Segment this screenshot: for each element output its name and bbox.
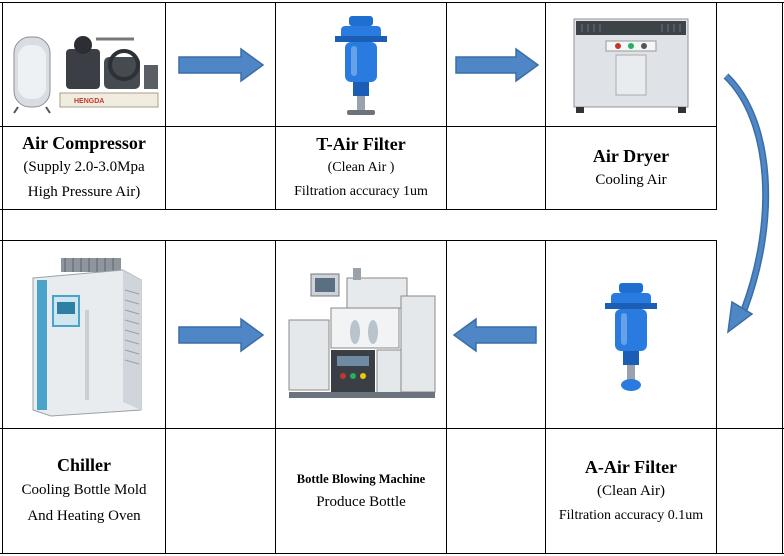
air-dryer-image: [546, 3, 716, 126]
t-air-filter-image: [276, 3, 446, 126]
chiller-title: Chiller: [57, 455, 111, 475]
air-dryer-title: Air Dryer: [592, 145, 670, 166]
a-air-filter-line2: Filtration accuracy 0.1um: [558, 507, 704, 523]
arrow-chiller-to-machine: [166, 241, 275, 428]
t-air-filter-line1: (Clean Air ): [327, 160, 395, 175]
a-air-filter-image: [546, 241, 716, 428]
bottle-blowing-machine-image: [276, 241, 446, 428]
bottle-blowing-machine-line1: Produce Bottle: [316, 493, 406, 510]
chiller-caption: Chiller Cooling Bottle Mold And Heating …: [3, 429, 165, 553]
air-compressor-line1: (Supply 2.0-3.0Mpa: [23, 159, 145, 175]
air-compressor-line2: High Pressure Air): [27, 184, 141, 200]
chiller-line1: Cooling Bottle Mold: [21, 482, 147, 498]
bottle-blowing-machine-caption: Bottle Blowing Machine Produce Bottle: [276, 429, 446, 553]
t-air-filter-line2: Filtration accuracy 1um: [294, 184, 428, 199]
t-air-filter-caption: T-Air Filter (Clean Air ) Filtration acc…: [276, 127, 446, 209]
arrow-dryer-to-afilter: [720, 70, 782, 335]
t-air-filter-title: T-Air Filter: [316, 134, 406, 154]
bottle-blowing-machine-title: Bottle Blowing Machine: [296, 471, 426, 486]
compressor-brand-text: HENGDA: [74, 98, 104, 105]
air-dryer-caption: Air Dryer Cooling Air: [546, 127, 716, 209]
arrow-tfilter-to-dryer: [447, 3, 545, 126]
arrow-afilter-to-machine: [447, 241, 545, 428]
a-air-filter-title: A-Air Filter: [584, 456, 678, 477]
arrow-compressor-to-tfilter: [166, 3, 275, 126]
chiller-line2: And Heating Oven: [27, 508, 141, 524]
a-air-filter-line1: (Clean Air): [597, 482, 665, 499]
air-compressor-image: HENGDA: [3, 3, 165, 126]
a-air-filter-caption: A-Air Filter (Clean Air) Filtration accu…: [546, 429, 716, 553]
air-compressor-title: Air Compressor: [22, 133, 146, 153]
air-dryer-line1: Cooling Air: [595, 171, 667, 188]
air-compressor-caption: Air Compressor (Supply 2.0-3.0Mpa High P…: [3, 127, 165, 209]
chiller-image: [3, 241, 165, 428]
